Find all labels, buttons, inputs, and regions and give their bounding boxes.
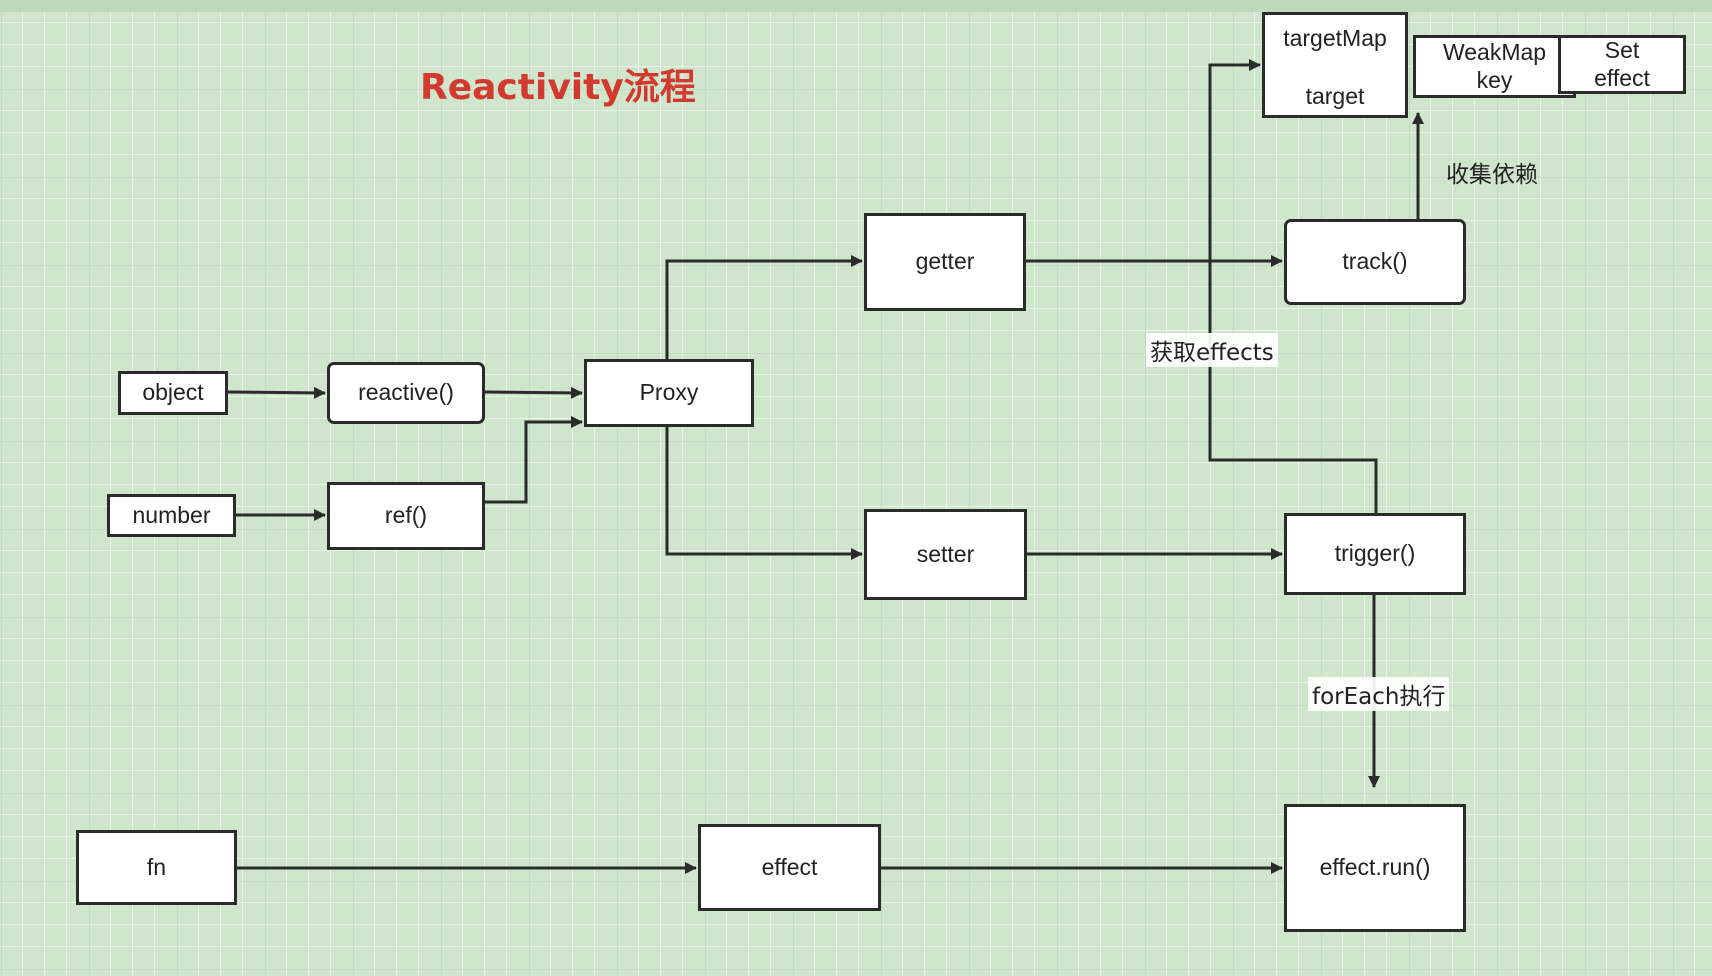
- node-set: Set effect: [1558, 35, 1686, 94]
- target-label: target: [1305, 83, 1365, 109]
- node-ref: ref(): [327, 482, 485, 550]
- node-getter: getter: [864, 213, 1026, 311]
- diagram-title: Reactivity流程: [420, 67, 696, 108]
- node-targetmap: targetMap target: [1262, 12, 1408, 118]
- node-track: track(): [1284, 219, 1466, 305]
- node-object: object: [118, 371, 228, 415]
- key-label: key: [1476, 66, 1513, 93]
- node-trigger: trigger(): [1284, 513, 1466, 595]
- node-effect-run: effect.run(): [1284, 804, 1466, 932]
- edge-trigger-targetmap: [1208, 59, 1378, 514]
- edge-object-reactive: [227, 386, 326, 399]
- node-proxy: Proxy: [584, 359, 754, 427]
- edge-reactive-proxy: [484, 386, 583, 399]
- node-fn: fn: [76, 830, 237, 905]
- label-collect-deps: 收集依赖: [1446, 162, 1538, 188]
- node-reactive: reactive(): [327, 362, 485, 424]
- weakmap-label: WeakMap: [1442, 38, 1547, 65]
- label-foreach: forEach执行: [1308, 677, 1450, 711]
- node-setter: setter: [864, 509, 1027, 600]
- set-label: Set: [1604, 36, 1640, 63]
- node-number: number: [107, 494, 236, 537]
- edge-proxy-setter: [665, 426, 863, 560]
- node-effect: effect: [698, 824, 881, 911]
- top-band: [0, 0, 1712, 12]
- label-get-effects: 获取effects: [1146, 333, 1278, 367]
- effect-label: effect: [1594, 64, 1650, 91]
- edge-proxy-getter: [665, 255, 863, 360]
- node-weakmap: WeakMap key: [1413, 35, 1576, 98]
- targetmap-label: targetMap: [1283, 25, 1387, 51]
- edge-ref-proxy: [480, 416, 583, 504]
